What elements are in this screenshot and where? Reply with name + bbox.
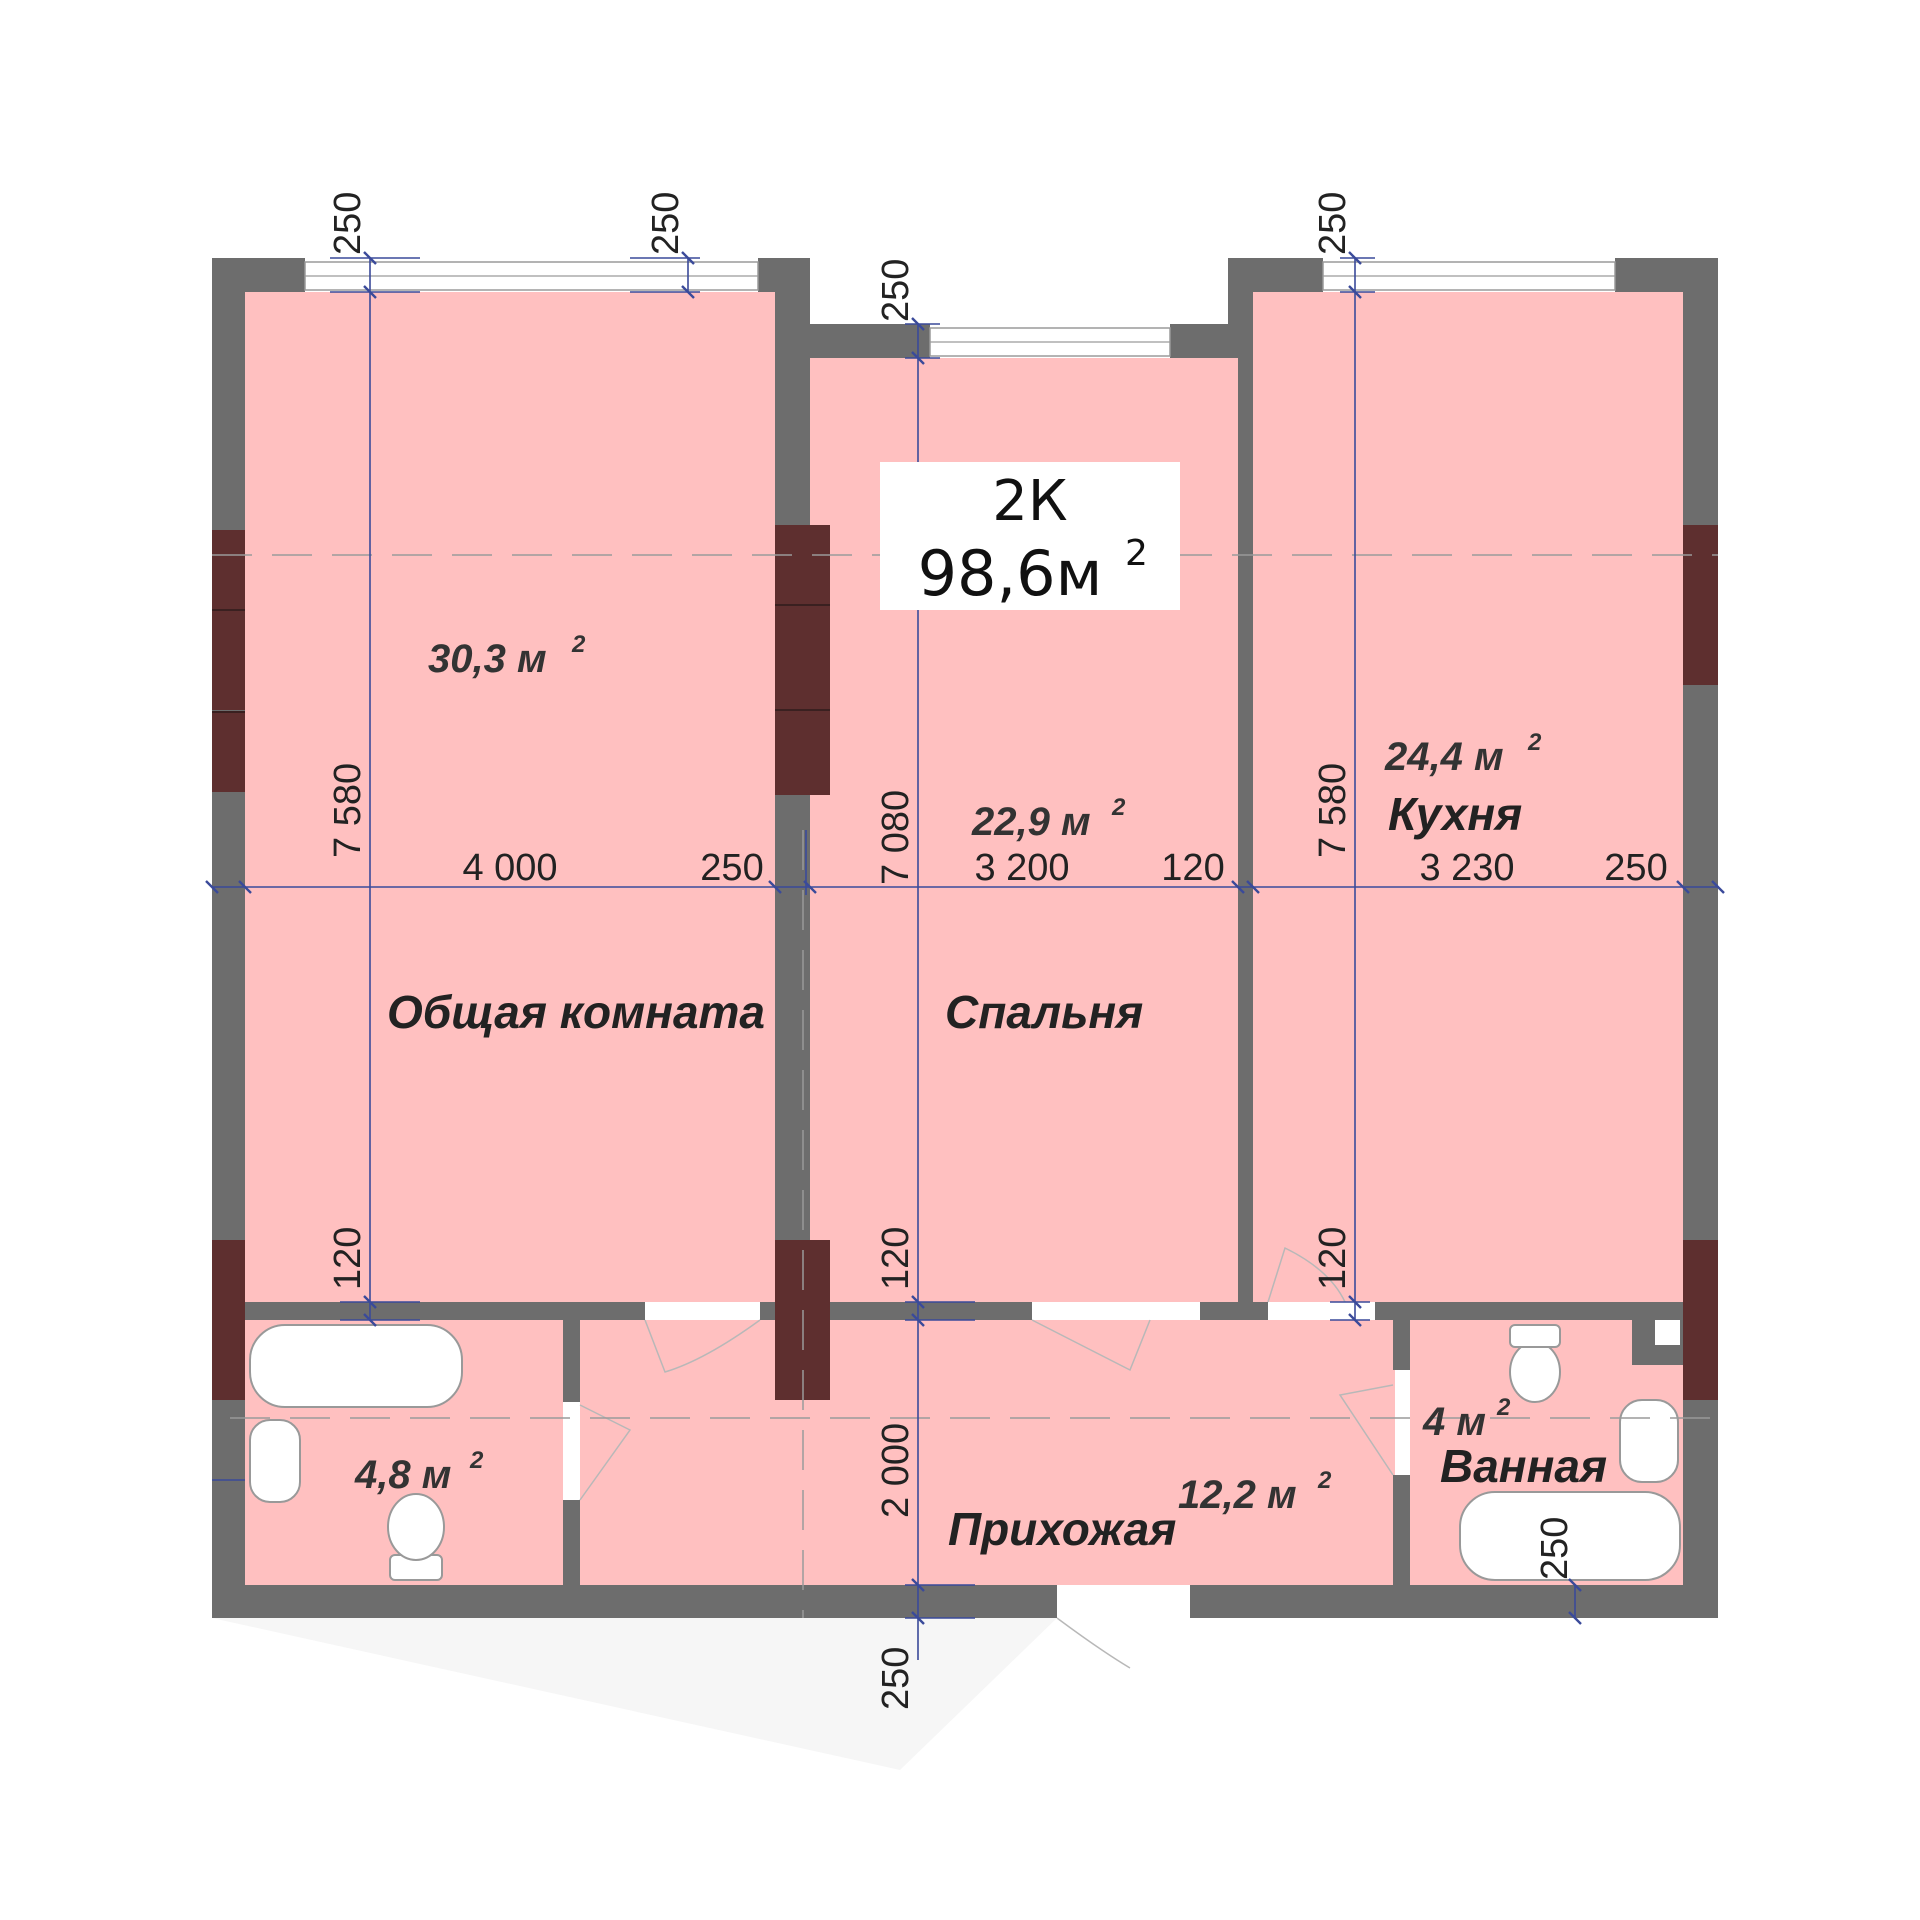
dim-top-living-right: 250	[645, 192, 687, 255]
dim-top-bedroom: 250	[875, 259, 917, 322]
dim-wall-right: 250	[1604, 847, 1667, 889]
sink-right	[1619, 1399, 1679, 1483]
bedroom-area: 22,9 м	[971, 800, 1091, 844]
hallway-name: Прихожая	[948, 1503, 1176, 1555]
column-mid-3	[775, 710, 830, 795]
kitchen	[1253, 292, 1683, 1302]
wall-bottom-right	[1190, 1585, 1718, 1618]
wall-bedroom-kitchen	[1238, 358, 1253, 1303]
apartment-type: 2К	[992, 469, 1067, 534]
left-bathroom-area: 4,8 м	[354, 1453, 451, 1497]
toilet-right-tank	[1509, 1324, 1561, 1348]
hallway-area: 12,2 м	[1178, 1473, 1297, 1517]
dim-bottom-wall: 250	[875, 1647, 917, 1710]
living-room	[245, 292, 775, 1302]
dim-living-height: 7 580	[327, 763, 369, 858]
hallway	[580, 1320, 1395, 1585]
entrance-area	[212, 1618, 1057, 1770]
window-mullions	[305, 275, 1615, 343]
living-room-area-sup: 2	[571, 631, 586, 658]
door-swings	[579, 1246, 1394, 1669]
wall-bottom-left	[212, 1585, 1057, 1618]
column-left-low	[212, 1240, 245, 1400]
partition-kitchen-hall-b	[1375, 1302, 1683, 1320]
partition-bedroom-hall-a	[810, 1302, 1032, 1320]
dim-living-partition: 120	[327, 1227, 369, 1290]
kitchen-name: Кухня	[1388, 788, 1522, 840]
partition-living-hall-a	[245, 1302, 645, 1320]
kitchen-area-sup: 2	[1527, 729, 1542, 756]
dim-wall-bedroom-kitchen: 120	[1161, 847, 1224, 889]
partition-bath-right-b	[1393, 1475, 1410, 1585]
wall-left	[212, 258, 245, 1618]
partition-kitchen-hall-a	[1253, 1302, 1268, 1320]
title-box	[880, 462, 1180, 610]
partition-bedroom-hall-b	[1200, 1302, 1253, 1320]
hallway-area-sup: 2	[1317, 1467, 1332, 1494]
wall-top-bedroom-left	[810, 324, 930, 358]
living-room-name: Общая комната	[387, 986, 765, 1038]
dim-top-living-left: 250	[327, 192, 369, 255]
wall-top-bedroom-right	[1170, 324, 1238, 358]
dim-bedroom-height: 7 080	[875, 790, 917, 885]
column-mid-1	[775, 525, 830, 605]
bedroom-area-sup: 2	[1111, 794, 1126, 821]
bathtub-left	[249, 1324, 463, 1408]
wall-top-kitchen-left	[1228, 258, 1323, 292]
apartment-total-area: 98,6м	[918, 537, 1103, 610]
column-left-2	[212, 610, 245, 710]
dim-kitchen-partition: 120	[1312, 1227, 1354, 1290]
fixtures	[249, 1324, 1681, 1581]
partition-bath-left	[563, 1320, 580, 1402]
toilet-left-bowl	[387, 1493, 445, 1561]
dim-bath-bottom-wall: 250	[1534, 1517, 1576, 1580]
dim-living-width: 4 000	[462, 847, 557, 889]
column-right-1	[1683, 525, 1718, 685]
column-right-low	[1683, 1240, 1718, 1400]
dim-hall-depth: 2 000	[875, 1423, 917, 1518]
right-bathroom-area: 4 м	[1422, 1400, 1486, 1444]
sink-left	[249, 1419, 301, 1503]
left-bathroom-area-sup: 2	[469, 1447, 484, 1474]
bedroom-name: Спальня	[945, 986, 1143, 1038]
column-left-3	[212, 712, 245, 792]
dim-top-kitchen: 250	[1312, 192, 1354, 255]
column-joints	[212, 604, 830, 713]
dim-wall-living-bedroom: 250	[700, 847, 763, 889]
toilet-right-bowl	[1509, 1341, 1561, 1403]
living-room-area: 30,3 м	[428, 637, 547, 681]
right-bathroom-area-sup: 2	[1496, 1394, 1511, 1421]
kitchen-area: 24,4 м	[1384, 735, 1504, 779]
dim-kitchen-width: 3 230	[1419, 847, 1514, 889]
dim-bedroom-width: 3 200	[974, 847, 1069, 889]
partition-bath-left-b	[563, 1500, 580, 1585]
apartment-total-area-sup: 2	[1125, 533, 1148, 574]
partition-bath-right	[1393, 1320, 1410, 1370]
right-bathroom-name: Ванная	[1440, 1440, 1607, 1492]
shaft-inner	[1655, 1320, 1680, 1345]
dim-bedroom-partition: 120	[875, 1227, 917, 1290]
wall-top-living-left	[212, 258, 305, 292]
dim-kitchen-height: 7 580	[1312, 763, 1354, 858]
column-mid-2	[775, 605, 830, 710]
dimension-ticks	[205, 251, 1725, 1625]
